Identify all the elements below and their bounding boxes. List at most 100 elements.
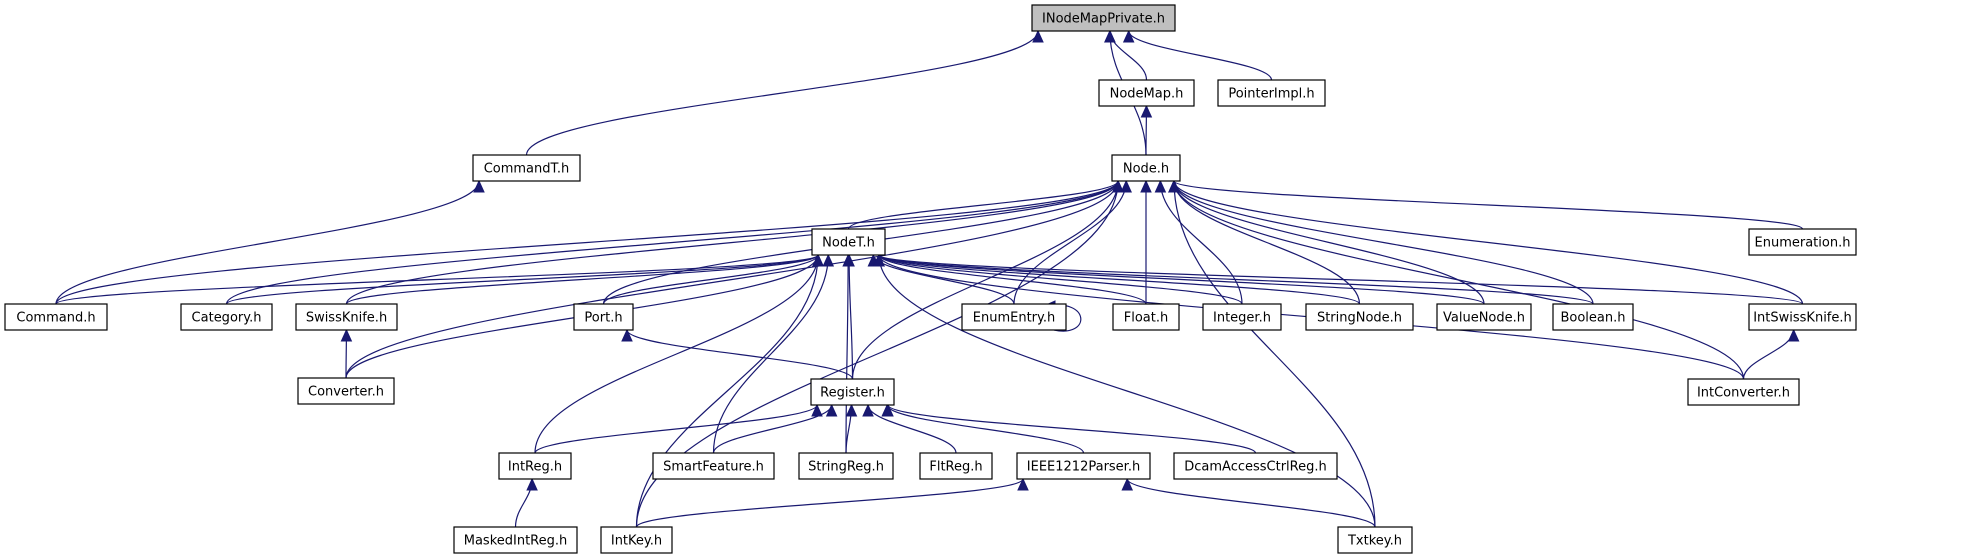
node-label: SmartFeature.h — [663, 460, 764, 475]
edge-converter-to-swissknife — [340, 328, 353, 379]
node-label: Enumeration.h — [1755, 236, 1851, 251]
node-box[interactable] — [1436, 303, 1532, 331]
node-node-h[interactable]: Node.h — [1111, 154, 1181, 182]
edge-intkey-to-nodet — [635, 253, 824, 528]
node-valuenode-h[interactable]: ValueNode.h — [1436, 303, 1532, 331]
node-label: Float.h — [1124, 311, 1168, 326]
arrow-head-icon — [340, 328, 353, 342]
node-label: NodeT.h — [822, 236, 875, 251]
node-stringreg-h[interactable]: StringReg.h — [798, 452, 894, 480]
arrow-head-icon — [1168, 179, 1180, 193]
node-box[interactable] — [798, 452, 894, 480]
node-intkey-h[interactable]: IntKey.h — [600, 526, 673, 554]
arrow-head-icon — [1122, 29, 1135, 43]
node-box[interactable] — [297, 377, 395, 405]
edge-integer-to-node — [1154, 179, 1243, 305]
node-integer-h[interactable]: Integer.h — [1202, 303, 1282, 331]
node-label: Node.h — [1123, 162, 1169, 177]
edge-txtkey-to-ieee1212parser — [1121, 477, 1376, 528]
node-swissknife-h[interactable]: SwissKnife.h — [295, 303, 398, 331]
node-box[interactable] — [1031, 4, 1176, 32]
node-intswissknife-h[interactable]: IntSwissKnife.h — [1748, 303, 1857, 331]
node-box[interactable] — [1337, 526, 1413, 554]
node-nodet-h[interactable]: NodeT.h — [811, 228, 886, 256]
node-converter-h[interactable]: Converter.h — [297, 377, 395, 405]
edge-swissknife-to-node — [345, 179, 1124, 305]
edge-swissknife-to-nodet — [345, 253, 824, 305]
node-box[interactable] — [1098, 79, 1195, 107]
edge-node-to-nodemap — [1140, 104, 1153, 156]
arrow-head-icon — [812, 253, 824, 267]
node-boolean-h[interactable]: Boolean.h — [1552, 303, 1634, 331]
node-intreg-h[interactable]: IntReg.h — [498, 452, 572, 480]
node-box[interactable] — [573, 303, 634, 331]
node-box[interactable] — [1112, 303, 1180, 331]
node-category-h[interactable]: Category.h — [180, 303, 273, 331]
node-inodemapprivate-h[interactable]: INodeMapPrivate.h — [1031, 4, 1176, 32]
edge-enumentry-to-node — [1013, 179, 1132, 305]
node-stringnode-h[interactable]: StringNode.h — [1305, 303, 1414, 331]
node-command-h[interactable]: Command.h — [4, 303, 108, 331]
node-box[interactable] — [811, 228, 886, 256]
node-nodemap-h[interactable]: NodeMap.h — [1098, 79, 1195, 107]
node-box[interactable] — [1173, 452, 1338, 480]
node-intconverter-h[interactable]: IntConverter.h — [1687, 378, 1800, 406]
arrow-head-icon — [621, 328, 633, 342]
arrow-head-icon — [882, 403, 894, 417]
edge-boolean-to-nodet — [873, 253, 1594, 305]
node-fltreg-h[interactable]: FltReg.h — [919, 452, 993, 480]
node-box[interactable] — [472, 154, 581, 182]
node-enumeration-h[interactable]: Enumeration.h — [1748, 228, 1857, 256]
node-box[interactable] — [1748, 303, 1857, 331]
node-box[interactable] — [1552, 303, 1634, 331]
node-label: NodeMap.h — [1110, 87, 1184, 102]
node-label: IntKey.h — [611, 534, 662, 549]
node-box[interactable] — [4, 303, 108, 331]
edge-register-to-port — [621, 328, 854, 380]
node-label: MaskedIntReg.h — [464, 534, 568, 549]
node-box[interactable] — [810, 378, 895, 406]
arrow-head-icon — [845, 403, 858, 417]
node-box[interactable] — [1111, 154, 1181, 182]
node-box[interactable] — [600, 526, 673, 554]
node-box[interactable] — [919, 452, 993, 480]
arrow-head-icon — [822, 253, 835, 267]
edge-txtkey-to-node — [1168, 179, 1376, 528]
node-box[interactable] — [1217, 79, 1326, 107]
node-label: IntReg.h — [508, 460, 562, 475]
edge-commandt-to-inodemapprivate — [525, 29, 1044, 156]
node-box[interactable] — [180, 303, 273, 331]
node-port-h[interactable]: Port.h — [573, 303, 634, 331]
node-box[interactable] — [498, 452, 572, 480]
node-box[interactable] — [295, 303, 398, 331]
node-box[interactable] — [1016, 452, 1151, 480]
node-commandt-h[interactable]: CommandT.h — [472, 154, 581, 182]
node-box[interactable] — [1687, 378, 1800, 406]
node-maskedintreg-h[interactable]: MaskedIntReg.h — [453, 526, 578, 554]
node-float-h[interactable]: Float.h — [1112, 303, 1180, 331]
node-dcamaccessctrlreg-h[interactable]: DcamAccessCtrlReg.h — [1173, 452, 1338, 480]
node-enumentry-h[interactable]: EnumEntry.h — [961, 303, 1067, 331]
node-label: StringNode.h — [1317, 311, 1402, 326]
node-label: FltReg.h — [929, 460, 982, 475]
node-pointerimpl-h[interactable]: PointerImpl.h — [1217, 79, 1326, 107]
arrow-head-icon — [811, 403, 823, 417]
node-box[interactable] — [652, 452, 775, 480]
node-label: IEEE1212Parser.h — [1027, 460, 1140, 475]
node-box[interactable] — [1748, 228, 1857, 256]
node-txtkey-h[interactable]: Txtkey.h — [1337, 526, 1413, 554]
edge-enumentry-to-nodet — [867, 253, 1015, 305]
node-smartfeature-h[interactable]: SmartFeature.h — [652, 452, 775, 480]
arrow-head-icon — [1017, 477, 1029, 491]
node-label: EnumEntry.h — [973, 311, 1055, 326]
arrow-head-icon — [1104, 29, 1116, 43]
node-box[interactable] — [453, 526, 578, 554]
node-box[interactable] — [1305, 303, 1414, 331]
node-label: SwissKnife.h — [306, 311, 387, 326]
arrow-head-icon — [1787, 328, 1800, 342]
node-register-h[interactable]: Register.h — [810, 378, 895, 406]
node-label: DcamAccessCtrlReg.h — [1184, 460, 1327, 475]
node-box[interactable] — [961, 303, 1067, 331]
node-box[interactable] — [1202, 303, 1282, 331]
node-ieee1212parser-h[interactable]: IEEE1212Parser.h — [1016, 452, 1151, 480]
